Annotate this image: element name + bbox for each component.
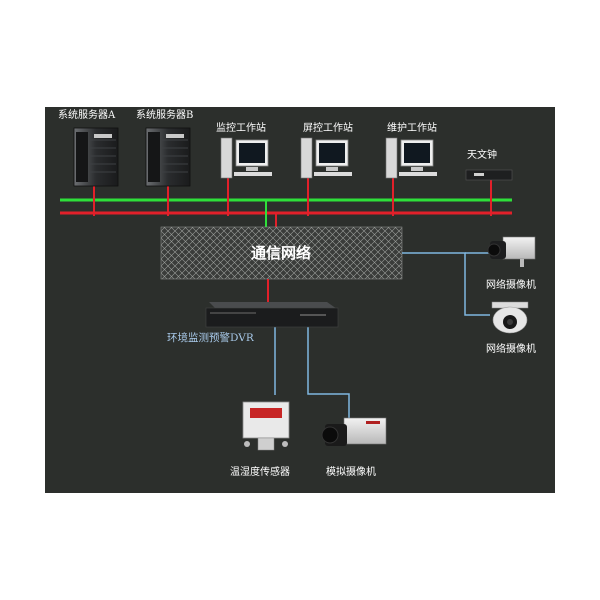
server-a-label: 系统服务器A (58, 108, 116, 121)
ip-camera-links (402, 252, 492, 316)
humidity-sensor (242, 401, 290, 451)
workstation-monitoring-label: 监控工作站 (216, 121, 266, 134)
sensor-label: 温湿度传感器 (230, 465, 290, 478)
ip-camera-1-label: 网络摄像机 (486, 278, 536, 291)
ip-camera-box (487, 236, 536, 267)
workstation-screen-control (300, 137, 352, 179)
workstation-monitoring (220, 137, 272, 179)
dvr-unit (205, 302, 339, 328)
communication-network: 通信网络 (160, 226, 403, 280)
diagram-background (45, 107, 555, 493)
astronomical-clock (465, 169, 513, 181)
server-b-label: 系统服务器B (136, 108, 193, 121)
ip-camera-dome (491, 301, 529, 334)
dvr-down-links (274, 327, 350, 418)
ip-camera-2-label: 网络摄像机 (486, 342, 536, 355)
device-drop-lines (93, 178, 492, 228)
server-b (145, 127, 191, 187)
clock-label: 天文钟 (467, 148, 497, 161)
analog-camera (321, 417, 387, 446)
dvr-label: 环境监测预警DVR (167, 331, 255, 344)
network-label: 通信网络 (251, 244, 311, 262)
server-a (73, 127, 119, 187)
analog-camera-label: 模拟摄像机 (326, 465, 376, 478)
workstation-screen-control-label: 屏控工作站 (303, 121, 353, 134)
workstation-maintenance (385, 137, 437, 179)
workstation-maintenance-label: 维护工作站 (387, 121, 437, 134)
